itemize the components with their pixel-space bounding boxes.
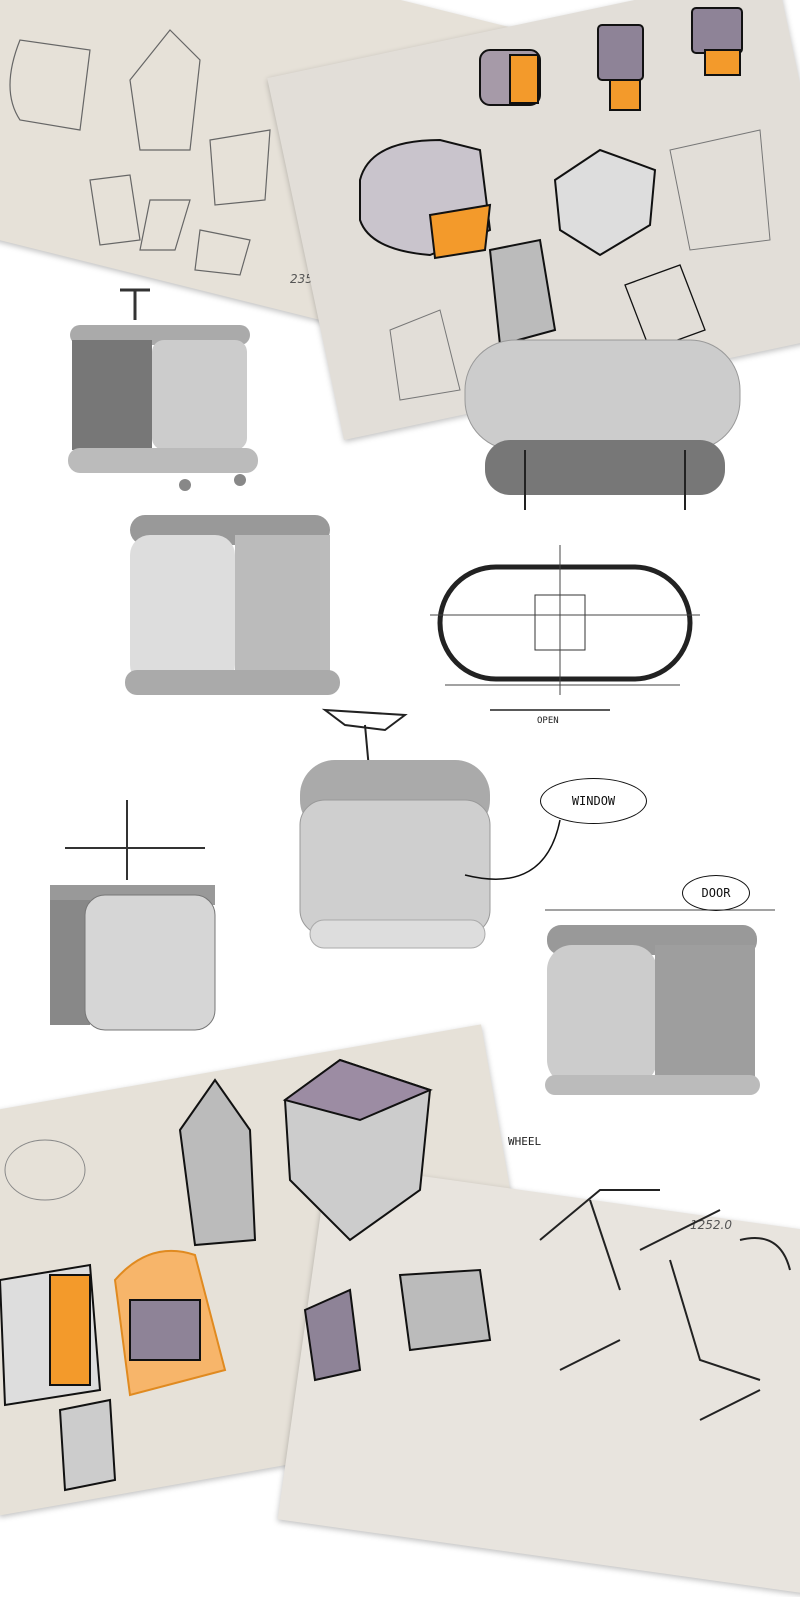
marker-sketches-top-right xyxy=(359,7,771,401)
door-label: DOOR xyxy=(701,886,731,900)
cabin-render-lower-left xyxy=(50,800,216,1031)
cabin-render-top-left xyxy=(68,288,258,491)
wheel-label: WHEEL xyxy=(508,1135,542,1148)
cabin-render-middle-left xyxy=(125,515,340,695)
window-callout: WINDOW xyxy=(540,778,647,824)
window-label: WINDOW xyxy=(571,794,616,808)
door-callout: DOOR xyxy=(682,875,750,911)
open-label: OPEN xyxy=(537,716,559,726)
cabin-render-center xyxy=(299,708,491,949)
marker-sketches-bottom xyxy=(0,1058,791,1492)
window-leader-line xyxy=(464,819,561,880)
pencil-sketches-top-left xyxy=(9,29,271,276)
cabin-plan-view xyxy=(430,545,700,711)
cabin-render-top-right xyxy=(464,339,741,510)
cabin-render-lower-right xyxy=(545,909,775,1095)
sheet-number-bottom: 1252.0 xyxy=(690,1218,732,1232)
